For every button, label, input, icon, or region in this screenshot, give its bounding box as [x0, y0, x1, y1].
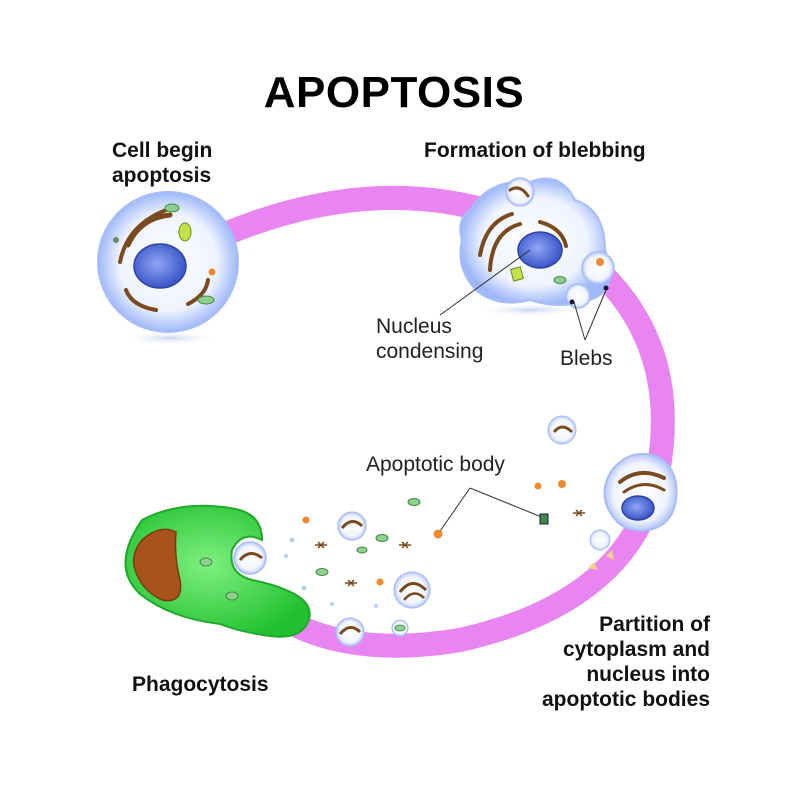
blebs-callout-line-1 [573, 301, 586, 341]
stage-label-phagocytosis: Phagocytosis [132, 673, 269, 696]
healthy-cell [97, 191, 239, 333]
blebbing-cell [459, 177, 615, 309]
pathway-arrow [218, 185, 675, 658]
stage-label-blebbing: Formation of blebbing [424, 139, 646, 162]
nucleus-callout-line [439, 249, 531, 316]
apoptotic-body-callout-line-2 [469, 487, 545, 519]
apoptotic-bodies [284, 482, 585, 647]
callout-blebs: Blebs [560, 347, 613, 370]
fragmenting-cell [547, 415, 678, 570]
cell-shadow [122, 331, 218, 345]
apoptotic-body-callout-line-1 [437, 487, 471, 535]
blebs-callout-line-2 [584, 289, 607, 341]
stage-label-cell-begin: Cell begin apoptosis [112, 139, 213, 187]
callout-apoptotic-body: Apoptotic body [366, 453, 505, 476]
stage-label-partition: Partition of cytoplasm and nucleus into … [542, 613, 710, 711]
phagocyte [124, 504, 311, 638]
callout-nucleus-condensing: Nucleus condensing [376, 315, 484, 363]
diagram-title: APOPTOSIS [263, 68, 525, 117]
bleb-cell-shadow [475, 303, 585, 317]
